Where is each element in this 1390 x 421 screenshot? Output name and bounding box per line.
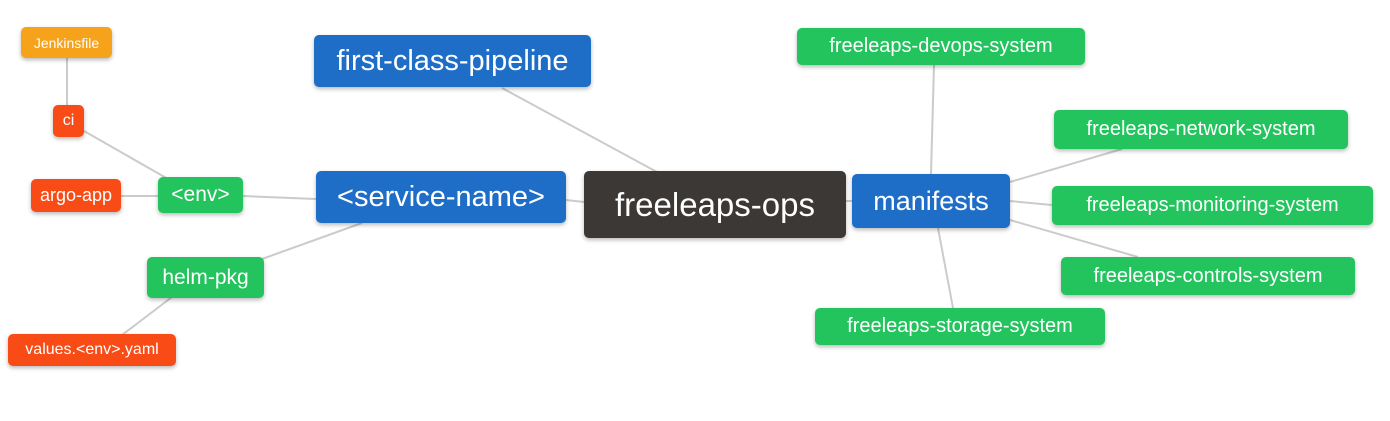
node-freeleaps-network-system[interactable]: freeleaps-network-system xyxy=(1054,110,1348,149)
node-values-env-yaml[interactable]: values.<env>.yaml xyxy=(8,334,176,366)
edge-manifests-storage xyxy=(937,227,954,309)
node-freeleaps-ops-root[interactable]: freeleaps-ops xyxy=(584,171,846,238)
edge-helm-pkg-service-name xyxy=(261,222,363,260)
node-freeleaps-controls-system[interactable]: freeleaps-controls-system xyxy=(1061,257,1355,295)
edge-service-name-freeleaps-ops xyxy=(565,199,585,203)
edge-helm-pkg-values xyxy=(121,296,173,336)
node-manifests[interactable]: manifests xyxy=(852,174,1010,228)
node-env[interactable]: <env> xyxy=(158,177,243,213)
edge-manifests-network xyxy=(1009,148,1123,183)
edge-ci-env xyxy=(83,130,169,180)
node-first-class-pipeline[interactable]: first-class-pipeline xyxy=(314,35,591,87)
edge-manifests-monitoring xyxy=(1009,200,1053,206)
node-freeleaps-devops-system[interactable]: freeleaps-devops-system xyxy=(797,28,1085,65)
edge-pipeline-freeleaps-ops xyxy=(501,87,658,173)
node-argo-app[interactable]: argo-app xyxy=(31,179,121,212)
edge-manifests-controls xyxy=(1009,219,1139,258)
node-freeleaps-storage-system[interactable]: freeleaps-storage-system xyxy=(815,308,1105,345)
edge-env-service-name xyxy=(242,195,317,200)
node-service-name[interactable]: <service-name> xyxy=(316,171,566,223)
edge-manifests-devops xyxy=(930,64,935,175)
node-ci[interactable]: ci xyxy=(53,105,84,137)
node-freeleaps-monitoring-system[interactable]: freeleaps-monitoring-system xyxy=(1052,186,1373,225)
node-helm-pkg[interactable]: helm-pkg xyxy=(147,257,264,298)
node-jenkinsfile[interactable]: Jenkinsfile xyxy=(21,27,112,58)
